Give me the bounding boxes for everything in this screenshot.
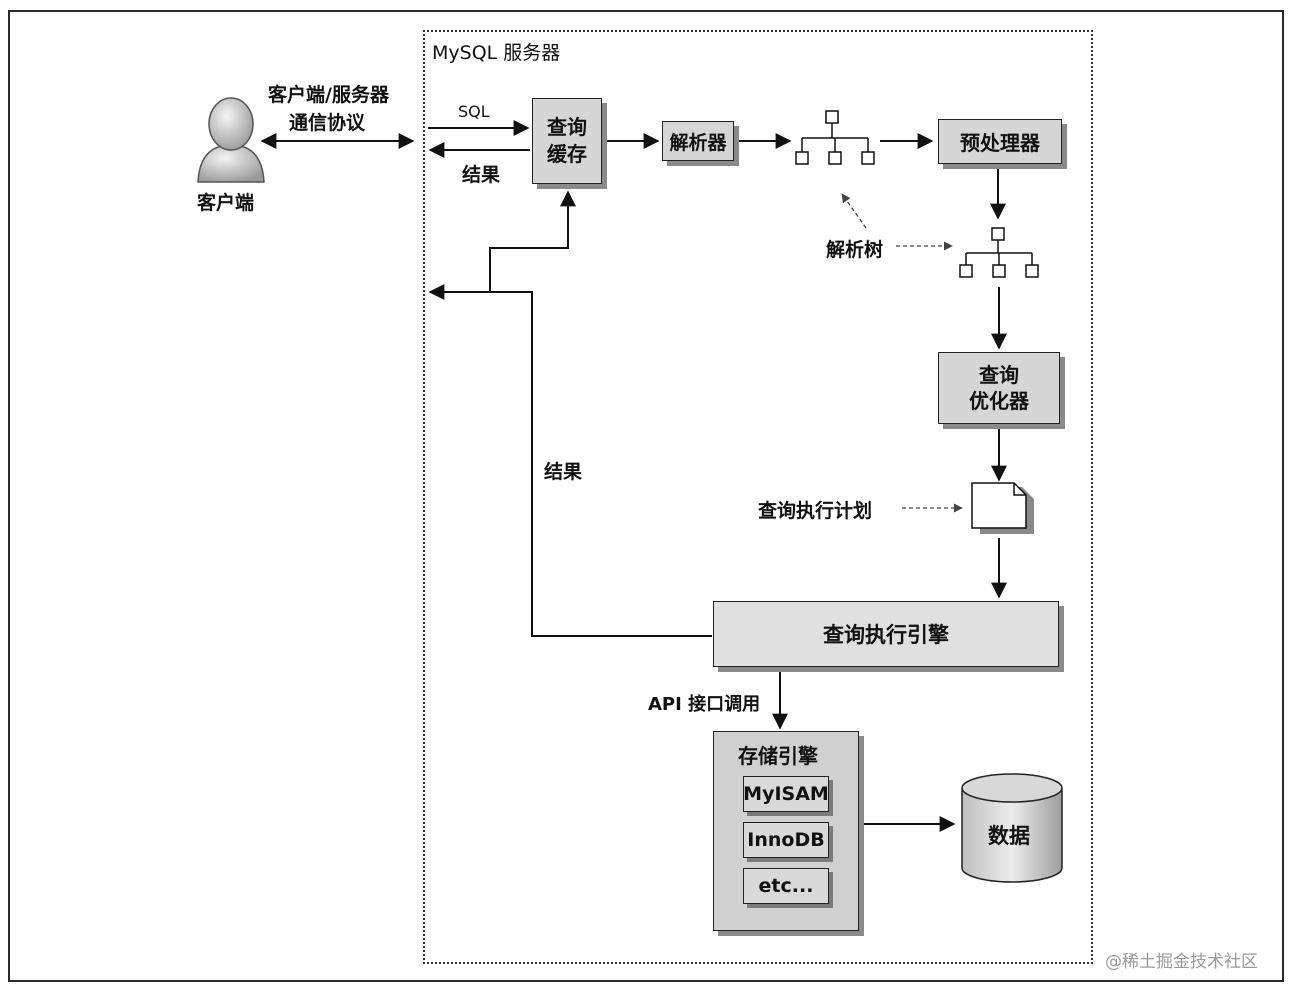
user-icon: [197, 97, 265, 183]
data-label: 数据: [988, 824, 1030, 848]
storage-engine-title: 存储引擎: [738, 744, 818, 768]
server-title: MySQL 服务器: [432, 42, 561, 64]
preprocessor-label: 预处理器: [960, 131, 1040, 155]
other-engine-box: etc...: [743, 868, 829, 904]
mysql-server-boundary: [423, 30, 1093, 964]
storage-engine-box: 存储引擎 MyISAM InnoDB etc...: [713, 731, 859, 931]
result-return-arrow: [428, 284, 712, 637]
myisam-engine-box: MyISAM: [743, 776, 829, 812]
parser-label: 解析器: [669, 131, 727, 154]
query-cache-label-line1: 查询: [547, 115, 587, 139]
parse-tree-label: 解析树: [826, 239, 884, 261]
etc-label: etc...: [758, 875, 814, 897]
database-cylinder-icon: [961, 773, 1063, 883]
parser-box: 解析器: [662, 121, 734, 161]
client-label: 客户端: [197, 192, 255, 214]
parse-tree-icon: [959, 227, 1039, 278]
result-label-mid: 结果: [544, 461, 583, 483]
result-to-cache-arrow: [489, 190, 576, 292]
parse-tree-pointer: [841, 193, 867, 229]
parse-tree-icon: [795, 110, 875, 165]
query-cache-box: 查询 缓存: [532, 98, 602, 184]
watermark: @稀土掘金技术社区: [1105, 952, 1258, 972]
optimizer-label-line1: 查询: [979, 363, 1019, 387]
execution-engine-box: 查询执行引擎: [713, 601, 1059, 667]
api-label: API 接口调用: [648, 694, 761, 715]
document-icon: [971, 482, 1034, 534]
preprocessor-box: 预处理器: [938, 119, 1062, 164]
myisam-label: MyISAM: [743, 783, 829, 805]
outer-frame: [8, 10, 1284, 982]
query-cache-label-line2: 缓存: [547, 142, 587, 166]
execution-engine-label: 查询执行引擎: [823, 623, 949, 647]
protocol-label-line1: 客户端/服务器: [268, 84, 389, 106]
sql-label: SQL: [458, 102, 490, 121]
exec-plan-label: 查询执行计划: [758, 500, 873, 522]
protocol-label-line2: 通信协议: [289, 112, 366, 134]
result-label-top: 结果: [462, 164, 501, 186]
innodb-label: InnoDB: [747, 829, 825, 851]
optimizer-box: 查询 优化器: [938, 352, 1060, 424]
optimizer-label-line2: 优化器: [969, 389, 1029, 413]
innodb-engine-box: InnoDB: [743, 822, 829, 858]
